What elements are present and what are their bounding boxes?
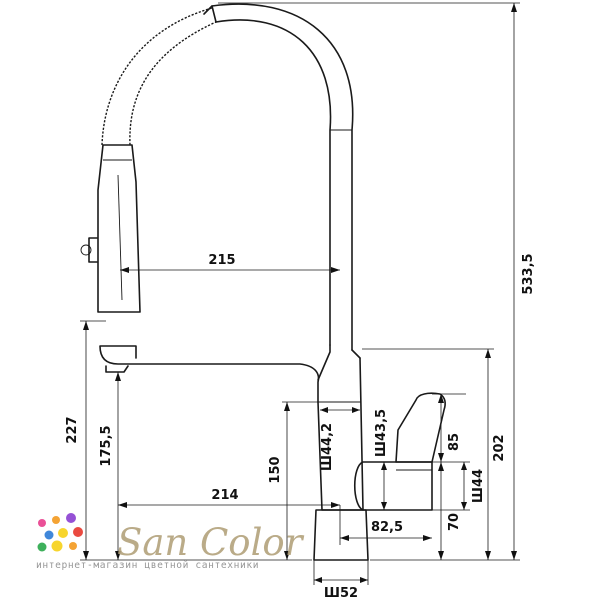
arrow [352,407,360,413]
arrow [511,551,517,560]
label-lever-diameter: Ш43,5 [374,409,389,457]
label-lever-height: 85 [447,433,462,451]
watermark: San Color интернет-магазин цветной санте… [36,513,305,571]
arrow [485,349,491,358]
arrow [118,502,127,508]
arrow [438,394,444,403]
label-handle-offset: 82,5 [371,520,403,535]
label-base-diameter: Ш52 [324,586,358,600]
label-spout-height-left: 227 [65,416,80,443]
arrow [331,502,340,508]
arrow [360,577,368,583]
arrow [485,551,491,560]
spray-button [88,237,98,263]
spout-aerator [105,365,129,373]
arrow [115,551,121,560]
label-overall-height: 533,5 [521,253,536,294]
faucet-outline [80,3,446,561]
dimension-labels: 533,5 215 227 175,5 214 150 Ш44,2 Ш43,5 … [65,253,536,600]
braided-hose-outer [101,7,213,146]
arrow [284,402,290,411]
arrow [381,462,387,470]
dimension-lines [80,2,520,585]
swivel-spout [99,345,320,403]
arrow [438,462,444,471]
label-body-diameter: Ш44,2 [320,423,335,471]
arrow [314,577,322,583]
spray-head [97,144,141,313]
lever-handle [395,392,446,463]
watermark-brand: San Color [117,521,305,564]
label-handle-diameter: Ш44 [471,469,486,503]
spray-head-center-line [117,174,123,301]
arrow [284,551,290,560]
arch-tip [203,5,217,23]
spout-arch-inner [215,19,332,346]
arrow [115,372,121,381]
arrow [83,551,89,560]
arrow [381,502,387,510]
arrow [511,3,517,12]
neck-to-body [317,344,361,381]
arrow [461,502,467,510]
label-right-height: 202 [492,434,507,461]
arrow [423,535,432,541]
arrow [83,321,89,330]
spout-arch-outer [211,3,354,351]
arrow [120,267,129,273]
arrow [438,453,444,462]
arrow [331,267,340,273]
watermark-tagline: интернет-магазин цветной сантехники [36,559,259,571]
spray-button-knob [80,244,92,256]
watermark-logo-dots [37,513,83,552]
braided-hose-inner [129,21,217,146]
label-reach: 215 [208,253,235,268]
arrow [461,462,467,470]
label-spout-outlet-height: 175,5 [99,425,114,466]
label-base-to-spout: 150 [268,456,283,483]
arrow [340,535,349,541]
lever-cartridge [353,461,433,511]
arrow [320,407,328,413]
label-spout-reach: 214 [211,488,238,503]
arrow [438,551,444,560]
label-base-height: 70 [447,513,462,531]
faucet-base [313,509,369,561]
